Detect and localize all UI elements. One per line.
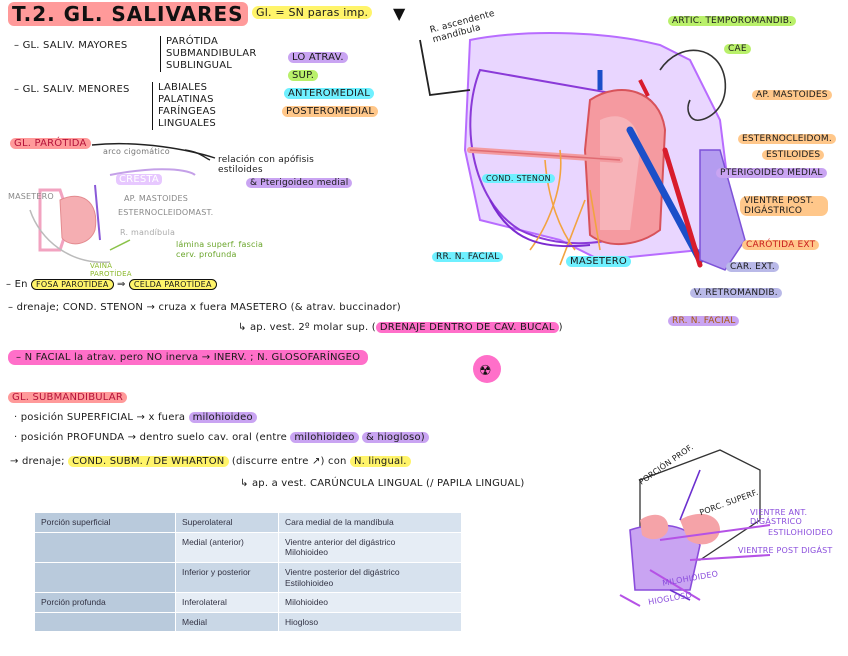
menores-item: PALATINAS (158, 94, 214, 105)
table-cell: Porción profunda (34, 592, 176, 613)
car-ext-label: CAR. EXT. (726, 262, 779, 272)
lamina-label: lámina superf. fascia cerv. profunda (176, 240, 264, 259)
table-cell: Cara medial de la mandíbula (278, 512, 462, 533)
sub-pos2-highlight-2: & hiogloso) (361, 432, 429, 443)
svg-text:☢: ☢ (479, 363, 492, 379)
parotid-sketch (29, 142, 216, 263)
drenaje-line: – drenaje; COND. STENON → cruza x fuera … (8, 302, 401, 313)
masetero-label: MASETERO (566, 256, 631, 267)
mayores-item: PARÓTIDA (166, 36, 219, 47)
vientre-ant-label: VIENTRE ANT. DIGÁSTRICO (750, 508, 808, 526)
table-cell: Porción superficial (34, 512, 176, 533)
table-cell (34, 611, 176, 633)
carotida-ext-label: CARÓTIDA EXT (742, 240, 820, 250)
artic-label: ARTIC. TEMPOROMANDIB. (668, 16, 797, 26)
menores-item: LABIALES (158, 82, 208, 93)
table-cell (34, 531, 176, 563)
page-title: T.2. GL. SALIVARES (8, 2, 248, 26)
table-cell: Hiogloso (278, 611, 462, 633)
r-mandibula-label: R. mandíbula (120, 228, 176, 237)
table-cell (34, 561, 176, 594)
table-cell: Inferolateral (175, 592, 279, 613)
table-cell: Medial (anterior) (175, 531, 279, 563)
warning-mark-icon: ▼ (393, 4, 406, 23)
menores-label: – GL. SALIV. MENORES (14, 84, 130, 95)
sub-drenaje-2: ↳ ap. a vest. CARÚNCULA LINGUAL (/ PAPIL… (240, 478, 525, 489)
parotida-pterigoideo: & Pterigoideo medial (246, 178, 353, 188)
sub-pos2-text: · posición PROFUNDA → dentro suelo cav. … (14, 432, 287, 443)
fosa-prefix: – En (6, 279, 28, 290)
sub-pos1-highlight: milohioideo (188, 412, 257, 423)
sub-dren-rest: (discurre entre ↗) con (231, 456, 347, 467)
pterigoideo-label: PTERIGOIDEO MEDIAL (716, 168, 827, 178)
tag-anteromedial: ANTEROMEDIAL (284, 88, 374, 99)
cresta-label: CRESTA (116, 174, 162, 185)
sub-pos2: · posición PROFUNDA → dentro suelo cav. … (14, 432, 429, 443)
mayores-item: SUBMANDIBULAR (166, 48, 257, 59)
sub-pos2-highlight-1: milohioideo (290, 432, 359, 443)
menores-list: LABIALES PALATINAS FARÍNGEAS LINGUALES (152, 82, 216, 130)
masetero-small-label: MASETERO (8, 192, 54, 201)
menores-item: LINGUALES (158, 118, 216, 129)
parotida-relation: relación con apófisis estiloides (218, 155, 315, 175)
table-cell: Medial (175, 611, 279, 633)
drenaje-line2-text: ↳ ap. vest. 2º molar sup. ( (238, 322, 376, 333)
mayores-item: SUBLINGUAL (166, 60, 233, 71)
tag-lo-atrav: LO ATRAV. (288, 52, 348, 63)
sub-dren-text: → drenaje; (10, 456, 65, 467)
radiation-icon (473, 355, 501, 383)
table-cell: Superolateral (175, 512, 279, 533)
menores-item: FARÍNGEAS (158, 106, 217, 117)
sub-dren-highlight-2: N. lingual. (349, 456, 411, 467)
table-row: Medial (anterior)Vientre anterior del di… (34, 531, 462, 563)
ap-mastoides-small-label: AP. MASTOIDES (124, 194, 189, 203)
estilohioideo-label: ESTILOHIOIDEO (768, 528, 833, 537)
drenaje-line-2: ↳ ap. vest. 2º molar sup. (DRENAJE DENTR… (238, 322, 563, 333)
vientre-post-label: VIENTRE POST. DIGÁSTRICO (740, 196, 828, 216)
estiloides-label: ESTILOIDES (762, 150, 825, 160)
sub-dren-highlight: COND. SUBM. / DE WHARTON (68, 456, 229, 467)
esternocleido-small-label: ESTERNOCLEIDOMAST. (118, 208, 214, 217)
arco-label: arco cigomático (103, 147, 170, 156)
celda-label: CELDA PAROTÍDEA (128, 279, 217, 290)
drenaje-highlight: DRENAJE DENTRO DE CAV. BUCAL (375, 322, 559, 333)
rr-facial-label-2: RR. N. FACIAL (668, 316, 740, 326)
v-retromandib-label: V. RETROMANDIB. (690, 288, 782, 298)
table-cell: Vientre posterior del digástrico Estiloh… (278, 561, 462, 594)
vaina-label: VAINA PAROTÍDEA (90, 262, 132, 278)
tag-posteromedial: POSTEROMEDIAL (282, 106, 379, 117)
table-cell: Milohioideo (278, 592, 462, 613)
table-cell: Inferior y posterior (175, 561, 279, 594)
mayores-list: PARÓTIDA SUBMANDIBULAR SUBLINGUAL (160, 36, 257, 72)
mayores-label: – GL. SALIV. MAYORES (14, 40, 128, 51)
rr-facial-label: RR. N. FACIAL (432, 252, 504, 262)
sub-pos1: · posición SUPERFICIAL → x fuera milohio… (14, 412, 257, 423)
sub-pos1-text: · posición SUPERFICIAL → x fuera (14, 412, 186, 423)
esternocleidom-label: ESTERNOCLEIDOM. (738, 134, 836, 144)
nfacial-line: – N FACIAL la atrav. pero NO inerva → IN… (8, 350, 369, 365)
arrow-glyph: ⇒ (116, 279, 129, 290)
tag-sup: SUP. (288, 70, 319, 81)
fosa-label: FOSA PAROTÍDEA (31, 279, 114, 290)
vientre-post-sub-label: VIENTRE POST DIGÁST (738, 546, 833, 555)
parotida-label: GL. PARÓTIDA (10, 138, 91, 149)
fosa-line: – En FOSA PAROTÍDEA ⇒ CELDA PAROTÍDEA (6, 279, 217, 290)
cae-label: CAE (724, 44, 751, 54)
ap-mastoides-label: AP. MASTOIDES (752, 90, 832, 100)
table-cell: Vientre anterior del digástrico Milohioi… (278, 531, 462, 563)
submandibular-diagram (619, 449, 771, 607)
sub-drenaje: → drenaje; COND. SUBM. / DE WHARTON (dis… (10, 456, 411, 467)
parotid-region-diagram (419, 32, 746, 271)
title-note: Gl. = SN paras imp. (252, 6, 373, 19)
submandibular-label: GL. SUBMANDIBULAR (8, 392, 127, 403)
cond-stenon-label: COND. STENON (482, 174, 555, 183)
